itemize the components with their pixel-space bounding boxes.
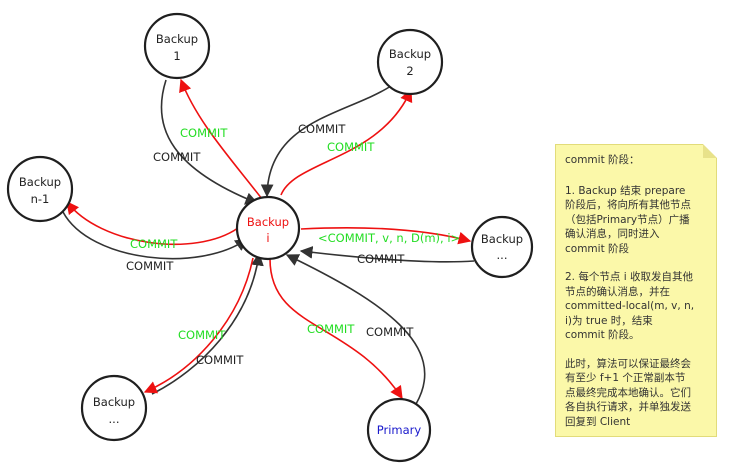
node-backup-bottom: Backup ... [80, 374, 148, 442]
node-backup-right-line2: ... [497, 248, 508, 262]
arrow-i-to-primary [269, 258, 403, 400]
node-backup-n-1-line1: Backup [19, 175, 61, 189]
label-commit-in-backup-bottom: COMMIT [196, 353, 244, 367]
node-backup-2: Backup 2 [376, 28, 444, 96]
note-fold-corner [703, 144, 717, 158]
label-commit-in-backupn1: COMMIT [126, 259, 174, 273]
node-backup-1-line2: 1 [173, 49, 180, 63]
arrow-backup-bottom-to-i [151, 252, 264, 395]
node-backup-n-1-line2: n-1 [31, 192, 50, 206]
note-step-1: 1. Backup 结束 prepare 阶段后，将向所有其他节点 （包括Pri… [565, 184, 709, 257]
node-backup-i: Backup i [235, 195, 301, 261]
node-backup-right: Backup ... [470, 215, 534, 279]
label-commit-out-backup2: COMMIT [327, 140, 375, 154]
label-commit-in-backup2: COMMIT [298, 122, 346, 136]
node-backup-bottom-line2: ... [109, 412, 120, 426]
note-step-2-line: commit 阶段。 [565, 329, 640, 341]
note-step-1-line: （包括Primary节点）广播 [565, 213, 690, 226]
label-commit-out-primary: COMMIT [307, 322, 355, 336]
node-primary-label: Primary [377, 423, 422, 437]
note-summary-line: 点最终完成本地确认。它们 [565, 386, 691, 399]
note-step-2-line: i)为 true 时，结束 [565, 314, 653, 327]
note-step-2-line: committed-local(m, v, n, [565, 300, 695, 312]
node-backup-i-line2: i [266, 231, 269, 245]
note-step-2-line: 节点的确认消息，并在 [565, 285, 670, 298]
node-backup-right-line1: Backup [481, 232, 523, 246]
arrow-i-to-backup1 [179, 78, 263, 200]
label-commit-out-backupn1: COMMIT [130, 237, 178, 251]
arrow-i-to-backup2 [280, 88, 413, 196]
note-step-1-line: 确认消息，同时进入 [565, 228, 660, 240]
arrow-i-to-backup-bottom [143, 257, 254, 394]
arrow-backupn1-to-i [62, 211, 249, 260]
node-primary: Primary [366, 397, 432, 463]
label-broadcast: <COMMIT, v, n, D(m), i> [318, 231, 460, 245]
arrow-backup2-to-i [260, 85, 392, 198]
node-backup-2-line2: 2 [406, 64, 413, 78]
label-commit-out-backup1: COMMIT [180, 126, 228, 140]
note-summary-line: 各自执行请求，并单独发送 [565, 401, 691, 413]
label-commit-out-backup-bottom: COMMIT [178, 328, 226, 342]
arrow-i-to-backupn1 [66, 200, 239, 245]
note-step-1-line: 1. Backup 结束 prepare [565, 184, 686, 197]
note-step-1-line: 阶段后，将向所有其他节点 [565, 199, 691, 211]
note-summary-line: 此时，算法可以保证最终会 [565, 357, 691, 370]
arrow-primary-to-i [285, 254, 426, 405]
arrow-i-to-backup-right [300, 226, 472, 245]
label-commit-in-backup1: COMMIT [153, 150, 201, 164]
node-backup-bottom-line1: Backup [93, 395, 135, 409]
label-commit-in-backup-right: COMMIT [357, 252, 405, 266]
node-backup-2-line1: Backup [389, 47, 431, 61]
note-step-2-line: 2. 每个节点 i 收取发自其他 [565, 271, 693, 283]
node-backup-1: Backup 1 [143, 12, 211, 80]
note-step-1-line: commit 阶段 [565, 242, 630, 255]
label-commit-in-primary: COMMIT [366, 325, 414, 339]
arrow-backup-right-to-i [299, 246, 475, 263]
explanation-note: commit 阶段： 1. Backup 结束 prepare 阶段后，将向所有… [555, 144, 717, 437]
node-backup-1-line1: Backup [156, 32, 198, 46]
arrow-backup1-to-i [160, 79, 259, 205]
note-step-2: 2. 每个节点 i 收取发自其他 节点的确认消息，并在 committed-lo… [565, 270, 709, 343]
node-backup-i-line1: Backup [247, 215, 289, 229]
note-summary-line: 有至少 f+1 个正常副本节 [565, 372, 686, 384]
note-summary: 此时，算法可以保证最终会 有至少 f+1 个正常副本节 点最终完成本地确认。它们… [565, 357, 709, 430]
node-backup-n-1: Backup n-1 [6, 155, 74, 223]
note-title: commit 阶段： [565, 154, 640, 166]
note-summary-line: 回复到 Client [565, 415, 631, 428]
